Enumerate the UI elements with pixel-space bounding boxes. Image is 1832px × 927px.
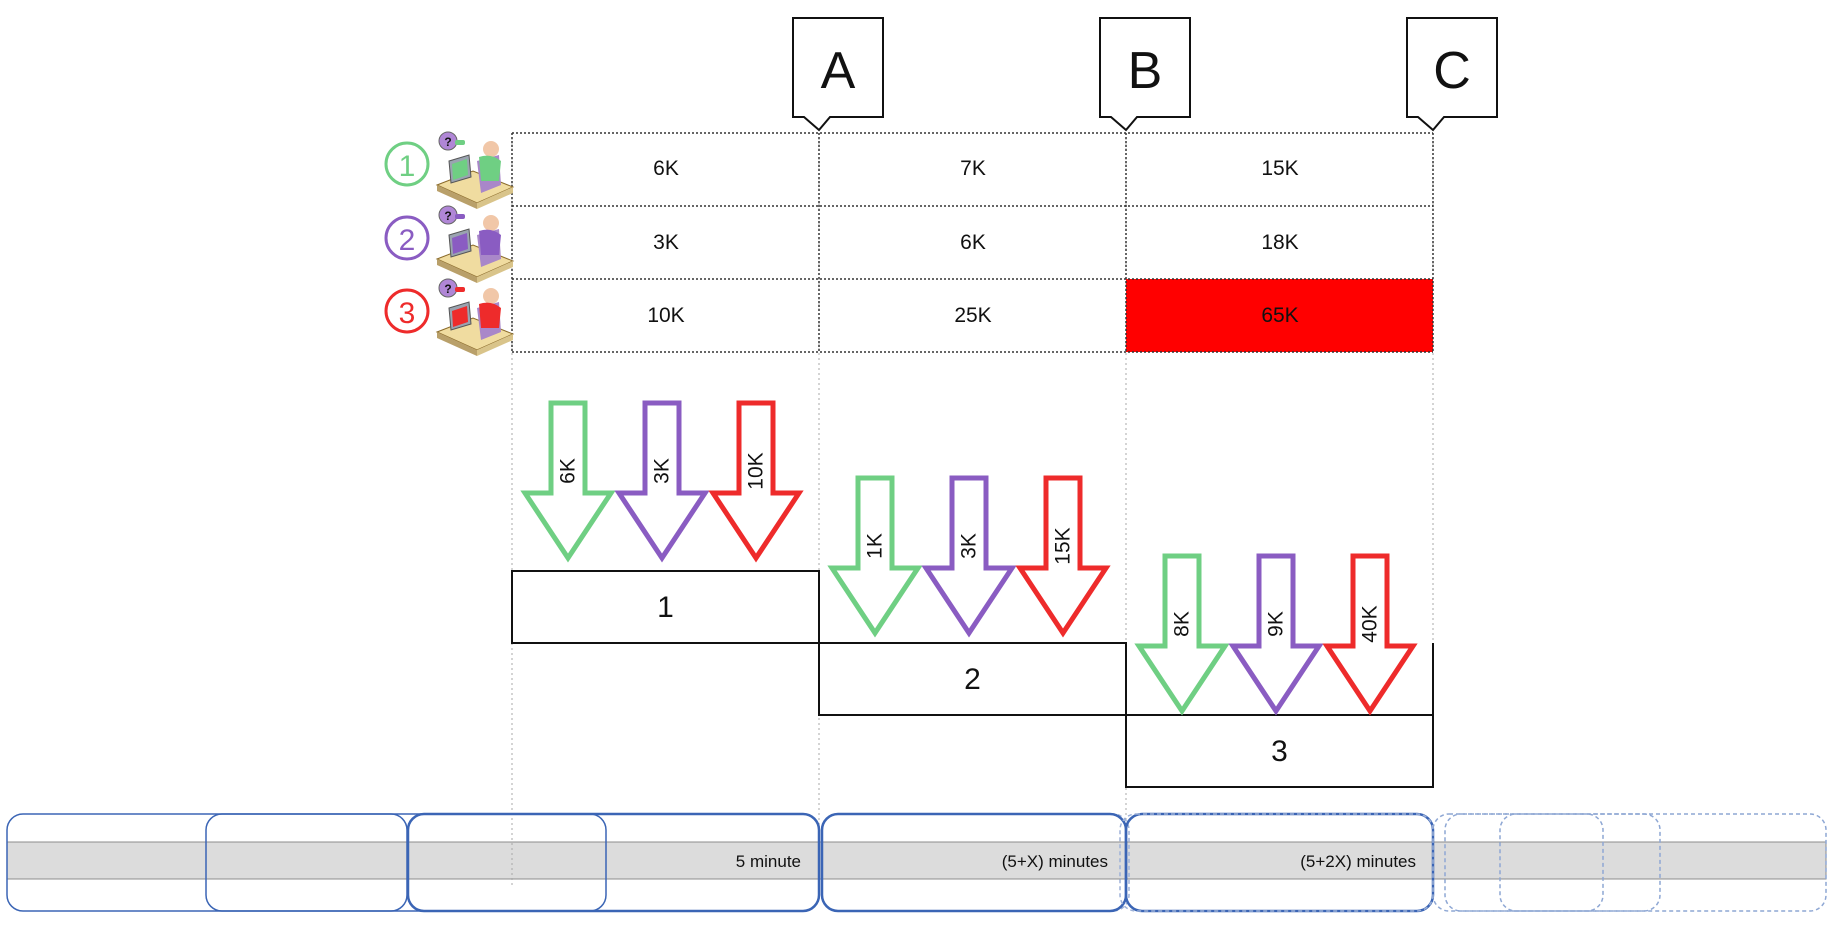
table-cell-value: 6K bbox=[960, 231, 986, 254]
person-head bbox=[483, 288, 499, 304]
desk-top bbox=[435, 317, 515, 351]
user-number-circle bbox=[384, 215, 430, 261]
down-arrow bbox=[827, 475, 923, 638]
time-window-current bbox=[406, 812, 821, 913]
monitor-screen bbox=[452, 159, 468, 180]
checkpoint-callout-b bbox=[1099, 17, 1191, 132]
arrow-value-label: 15K bbox=[1052, 527, 1075, 564]
time-window-dashed-3 bbox=[1432, 813, 1604, 912]
time-window-dashed-5 bbox=[1499, 813, 1827, 912]
person-body bbox=[479, 302, 501, 328]
highlight-cell bbox=[1126, 279, 1433, 352]
arrow-value-label: 40K bbox=[1359, 605, 1382, 642]
arrow-value-label: 9K bbox=[1265, 611, 1288, 637]
down-arrow bbox=[708, 400, 804, 563]
checkpoint-callout-c bbox=[1406, 17, 1498, 132]
checkpoint-label: B bbox=[1128, 42, 1163, 100]
arrow-value-label: 3K bbox=[651, 458, 674, 484]
timeline-bar bbox=[6, 841, 1827, 880]
arrow-value-label: 3K bbox=[958, 533, 981, 559]
user-number: 2 bbox=[399, 224, 416, 257]
monitor-screen bbox=[452, 233, 468, 254]
desk-top bbox=[435, 244, 515, 278]
arrow-value-label: 6K bbox=[557, 458, 580, 484]
checkpoint-label: A bbox=[821, 42, 856, 100]
question-mark: ? bbox=[444, 209, 451, 223]
checkpoint-callout-a bbox=[792, 17, 884, 132]
timeline-label: (5+X) minutes bbox=[1002, 852, 1108, 871]
table-cell-value: 65K bbox=[1261, 304, 1298, 327]
down-arrow bbox=[1015, 475, 1111, 638]
down-arrow bbox=[921, 475, 1017, 638]
table-cell-value: 7K bbox=[960, 157, 986, 180]
down-arrow bbox=[614, 400, 710, 563]
checkpoint-label: C bbox=[1433, 42, 1471, 100]
person-body bbox=[479, 229, 501, 255]
user-at-computer-icon: ? bbox=[435, 131, 515, 209]
monitor-screen bbox=[452, 306, 468, 327]
down-arrow bbox=[520, 400, 616, 563]
person-head bbox=[483, 215, 499, 231]
desk-edge bbox=[437, 332, 477, 356]
down-arrow bbox=[1322, 553, 1418, 716]
desk-edge bbox=[437, 185, 477, 209]
arrow-value-label: 10K bbox=[745, 452, 768, 489]
processing-block-3 bbox=[1125, 714, 1434, 788]
question-mark: ? bbox=[444, 282, 451, 296]
desk-side bbox=[477, 187, 513, 209]
user-number-circle bbox=[384, 141, 430, 187]
processing-block-1 bbox=[511, 570, 820, 644]
user-number-circle bbox=[384, 288, 430, 334]
user-number: 3 bbox=[399, 297, 416, 330]
desk-edge bbox=[437, 259, 477, 283]
block-label: 1 bbox=[657, 591, 674, 624]
table-cell-value: 10K bbox=[647, 304, 684, 327]
time-window-solid-2 bbox=[205, 813, 607, 912]
desk-side bbox=[477, 334, 513, 356]
bubble-accent bbox=[455, 287, 465, 292]
desk-top bbox=[435, 170, 515, 204]
user-number: 1 bbox=[399, 150, 416, 183]
processing-block-2 bbox=[818, 642, 1127, 716]
down-arrow bbox=[1228, 553, 1324, 716]
person-head bbox=[483, 141, 499, 157]
table-cell-value: 6K bbox=[653, 157, 679, 180]
block-label: 2 bbox=[964, 663, 981, 696]
table-cell-value: 18K bbox=[1261, 231, 1298, 254]
desk-side bbox=[477, 261, 513, 283]
person-body bbox=[479, 155, 501, 181]
timeline-label: (5+2X) minutes bbox=[1300, 852, 1416, 871]
arrow-value-label: 8K bbox=[1171, 611, 1194, 637]
user-at-computer-icon: ? bbox=[435, 205, 515, 283]
block-label: 3 bbox=[1271, 735, 1288, 768]
bubble-accent bbox=[455, 140, 465, 145]
timeline-label: 5 minute bbox=[736, 852, 801, 871]
user-at-computer-icon: ? bbox=[435, 278, 515, 356]
bubble-accent bbox=[455, 214, 465, 219]
table-cell-value: 25K bbox=[954, 304, 991, 327]
table-cell-value: 15K bbox=[1261, 157, 1298, 180]
table-cell-value: 3K bbox=[653, 231, 679, 254]
down-arrow bbox=[1134, 553, 1230, 716]
question-mark: ? bbox=[444, 135, 451, 149]
arrow-value-label: 1K bbox=[864, 533, 887, 559]
